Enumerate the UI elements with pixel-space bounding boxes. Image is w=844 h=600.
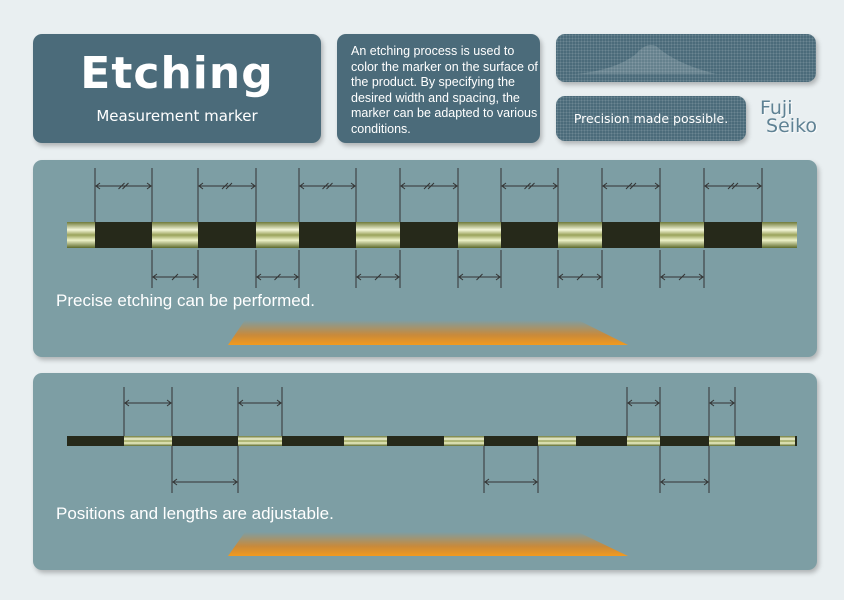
- break-mark: [524, 182, 531, 190]
- title-box: Etching Measurement marker: [33, 34, 321, 143]
- arrowhead: [602, 182, 660, 190]
- arrowhead: [356, 273, 400, 281]
- adjustable-rod-diagram: [67, 387, 797, 556]
- arrowhead: [172, 478, 238, 486]
- etched-rod-diagram: [67, 168, 797, 345]
- etched-band: [124, 436, 172, 446]
- wave-graphic: [556, 34, 816, 82]
- break-mark: [171, 273, 179, 281]
- arrowhead: [400, 182, 458, 190]
- etched-band: [400, 222, 458, 248]
- break-mark: [476, 273, 483, 281]
- arrowhead: [660, 273, 704, 281]
- arrowhead: [709, 399, 735, 407]
- orange-base-graphic: [228, 320, 628, 345]
- break-mark: [576, 273, 584, 281]
- arrowhead: [484, 478, 538, 486]
- break-mark: [122, 182, 129, 190]
- fuji-seiko-logo: Fuji Seiko: [760, 97, 818, 137]
- etched-band: [704, 222, 762, 248]
- panel-caption: Positions and lengths are adjustable.: [56, 504, 334, 523]
- panel-adjustable: Positions and lengths are adjustable.: [33, 373, 817, 570]
- break-mark: [118, 182, 125, 190]
- wave-icon: [576, 45, 716, 74]
- etched-band: [780, 436, 795, 446]
- etched-band: [627, 436, 660, 446]
- break-mark: [274, 273, 281, 281]
- panel-caption: Precise etching can be performed.: [56, 291, 315, 310]
- panel-precise-etching: Precise etching can be performed.: [33, 160, 817, 357]
- arrowhead: [152, 273, 198, 281]
- etched-band: [501, 222, 558, 248]
- arrowhead: [198, 182, 256, 190]
- rod: [67, 436, 797, 446]
- orange-base-graphic: [228, 532, 628, 556]
- break-mark: [374, 273, 382, 281]
- etched-band: [602, 222, 660, 248]
- arrowhead: [299, 182, 356, 190]
- arrowhead: [256, 273, 299, 281]
- break-mark: [528, 182, 535, 190]
- arrowhead: [704, 182, 762, 190]
- break-mark: [322, 182, 329, 190]
- etched-band: [709, 436, 735, 446]
- etched-band: [299, 222, 356, 248]
- etched-band: [95, 222, 152, 248]
- tagline-box: Precision made possible.: [556, 96, 746, 141]
- break-mark: [427, 182, 435, 190]
- break-mark: [629, 182, 637, 190]
- arrowhead: [501, 182, 558, 190]
- arrowhead: [558, 273, 602, 281]
- break-mark: [221, 182, 229, 190]
- arrowhead: [238, 399, 282, 407]
- break-mark: [678, 273, 686, 281]
- break-mark: [423, 182, 431, 190]
- arrowhead: [124, 399, 172, 407]
- break-mark: [625, 182, 633, 190]
- break-mark: [225, 182, 233, 190]
- description-box: An etching process is used to color the …: [337, 34, 540, 143]
- arrowhead: [660, 478, 709, 486]
- etched-band: [344, 436, 387, 446]
- break-mark: [326, 182, 333, 190]
- etched-band: [538, 436, 576, 446]
- arrowhead: [627, 399, 660, 407]
- arrowhead: [95, 182, 152, 190]
- arrowhead: [458, 273, 501, 281]
- break-mark: [731, 182, 739, 190]
- etched-band: [238, 436, 282, 446]
- page-subtitle: Measurement marker: [96, 107, 258, 125]
- break-mark: [727, 182, 735, 190]
- page-title: Etching: [80, 48, 274, 99]
- etched-band: [444, 436, 484, 446]
- etched-band: [198, 222, 256, 248]
